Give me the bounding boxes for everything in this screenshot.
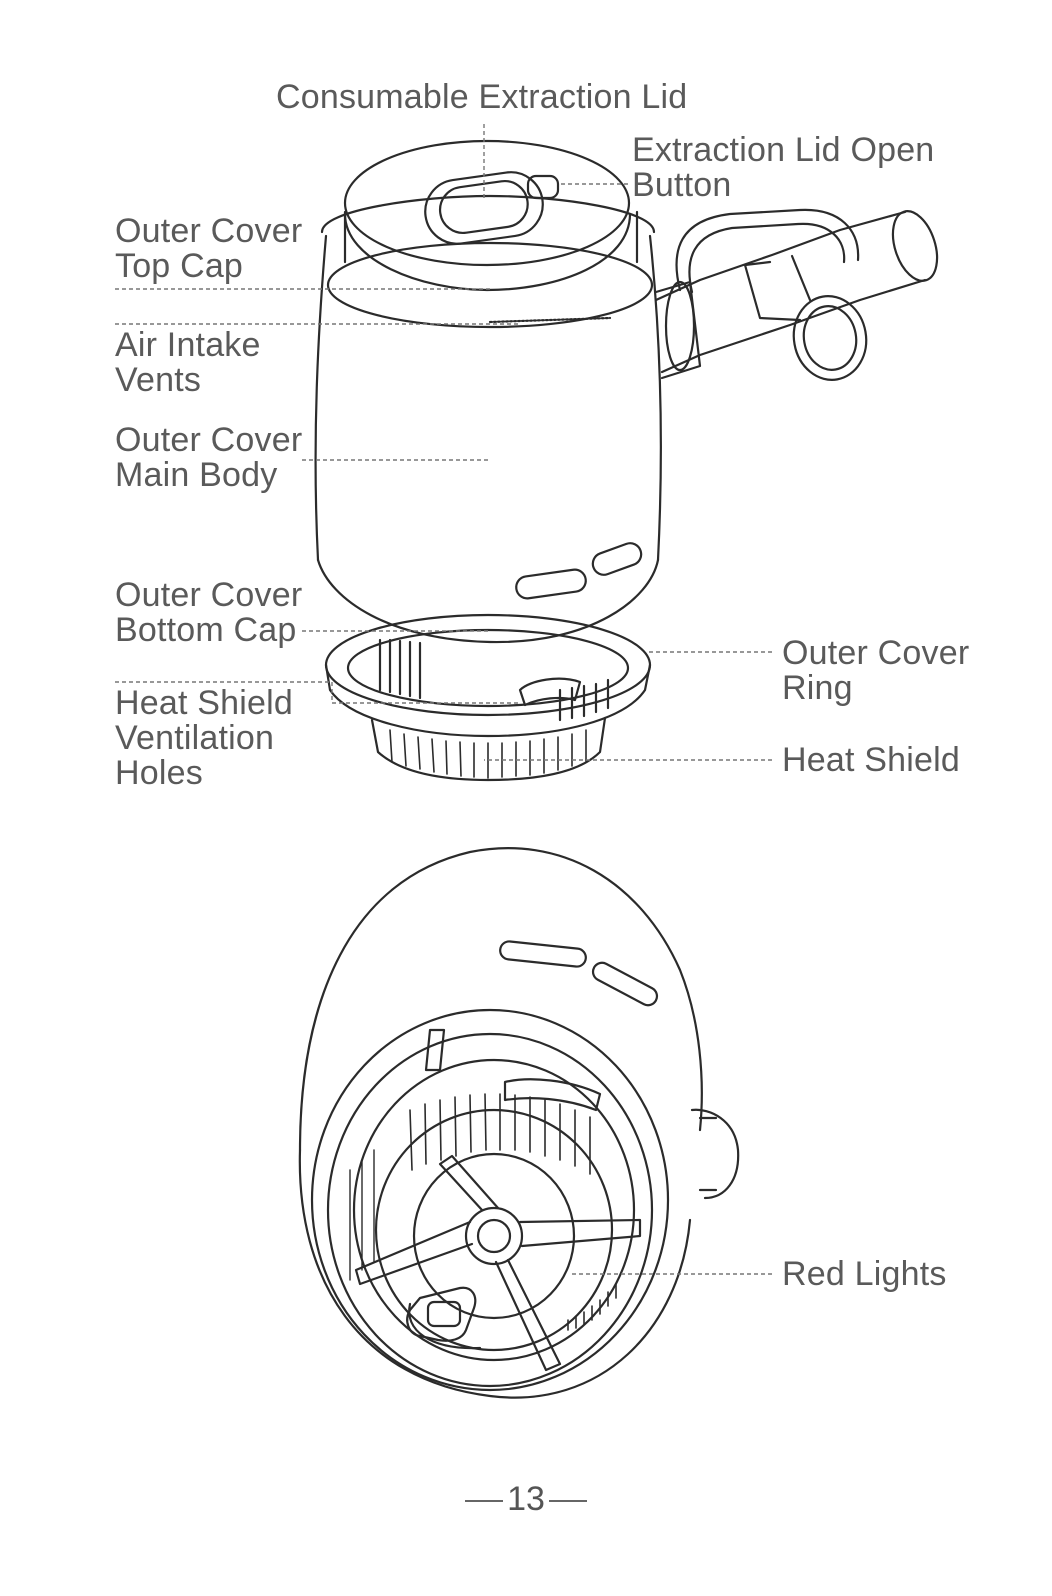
label-air-intake-vents: Air Intake Vents — [115, 326, 261, 399]
label-extraction-lid-open-button: Extraction Lid Open Button — [632, 131, 935, 204]
label-heat-shield: Heat Shield — [782, 741, 960, 779]
page-number-right-dash — [548, 1500, 587, 1503]
label-outer-cover-bottom-cap: Outer Cover Bottom Cap — [115, 576, 303, 649]
page-number-left-dash — [465, 1500, 504, 1503]
page-number: 13 — [0, 1480, 1052, 1519]
label-outer-cover-ring: Outer Cover Ring — [782, 634, 970, 707]
label-red-lights: Red Lights — [782, 1255, 947, 1293]
label-outer-cover-main-body: Outer Cover Main Body — [115, 421, 303, 494]
label-consumable-extraction-lid: Consumable Extraction Lid — [276, 78, 688, 116]
label-heat-shield-ventilation-holes: Heat Shield Ventilation Holes — [115, 684, 293, 792]
label-outer-cover-top-cap: Outer Cover Top Cap — [115, 212, 303, 285]
page-number-value: 13 — [507, 1480, 545, 1518]
